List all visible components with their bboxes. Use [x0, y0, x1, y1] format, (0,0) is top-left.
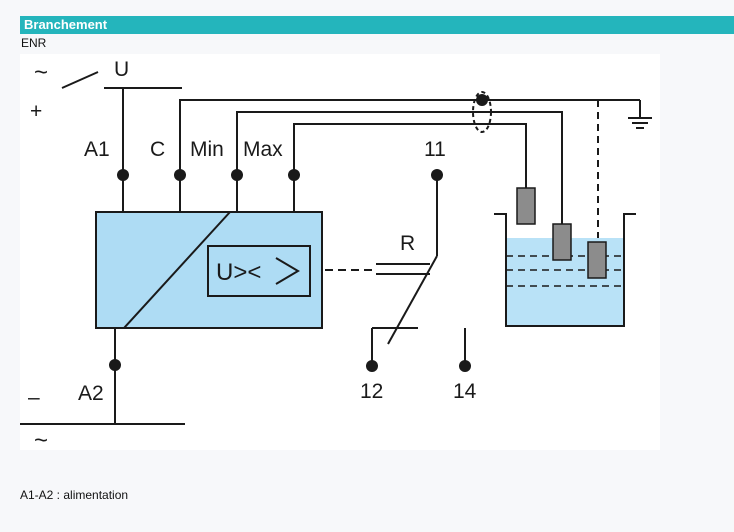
- terminal-12: [366, 360, 378, 372]
- probe-ref: [587, 241, 607, 279]
- terminal-11: [431, 169, 443, 181]
- min-label: Min: [190, 138, 224, 161]
- module-diagonal: [123, 211, 231, 329]
- terminal-11-label: 11: [424, 138, 446, 161]
- c-label: C: [150, 138, 165, 161]
- wire-max: [293, 123, 527, 212]
- max-label: Max: [243, 138, 283, 161]
- shield-junction: [476, 94, 488, 106]
- section-header: Branchement: [20, 16, 734, 34]
- terminal-max: [288, 169, 300, 181]
- terminal-14: [459, 360, 471, 372]
- relay-r-label: R: [400, 232, 415, 255]
- ac-symbol-top: ~: [34, 59, 48, 86]
- terminal-c: [174, 169, 186, 181]
- relay-symbol-label: U><: [216, 259, 261, 286]
- terminal-a1: [117, 169, 129, 181]
- cable-shield: [472, 91, 492, 133]
- wiring-diagram: U>< ~ + U A1 C Min Max 11 R 12 14 – A2 ~: [20, 54, 660, 450]
- tank-wall: [494, 213, 636, 327]
- section-subtitle: ENR: [21, 36, 47, 50]
- terminal-min: [231, 169, 243, 181]
- probe-min: [552, 223, 572, 261]
- terminal-12-label: 12: [360, 380, 383, 403]
- a2-label: A2: [78, 382, 104, 405]
- a1-label: A1: [84, 138, 110, 161]
- terminal-a2: [109, 359, 121, 371]
- switch-blade: [61, 71, 99, 89]
- wiring-diagram-svg: U>< ~ + U A1 C Min Max 11 R 12 14 – A2 ~: [20, 58, 652, 450]
- minus-label: –: [28, 386, 40, 409]
- terminal-14-label: 14: [453, 380, 477, 403]
- wire-min: [236, 111, 563, 212]
- caption: A1-A2 : alimentation: [20, 488, 129, 502]
- plus-label: +: [30, 100, 42, 123]
- probe-max: [516, 187, 536, 225]
- relay-contact: [387, 255, 438, 345]
- u-label: U: [114, 58, 129, 81]
- relay-symbol-box: [207, 245, 311, 297]
- ac-symbol-bottom: ~: [34, 427, 48, 450]
